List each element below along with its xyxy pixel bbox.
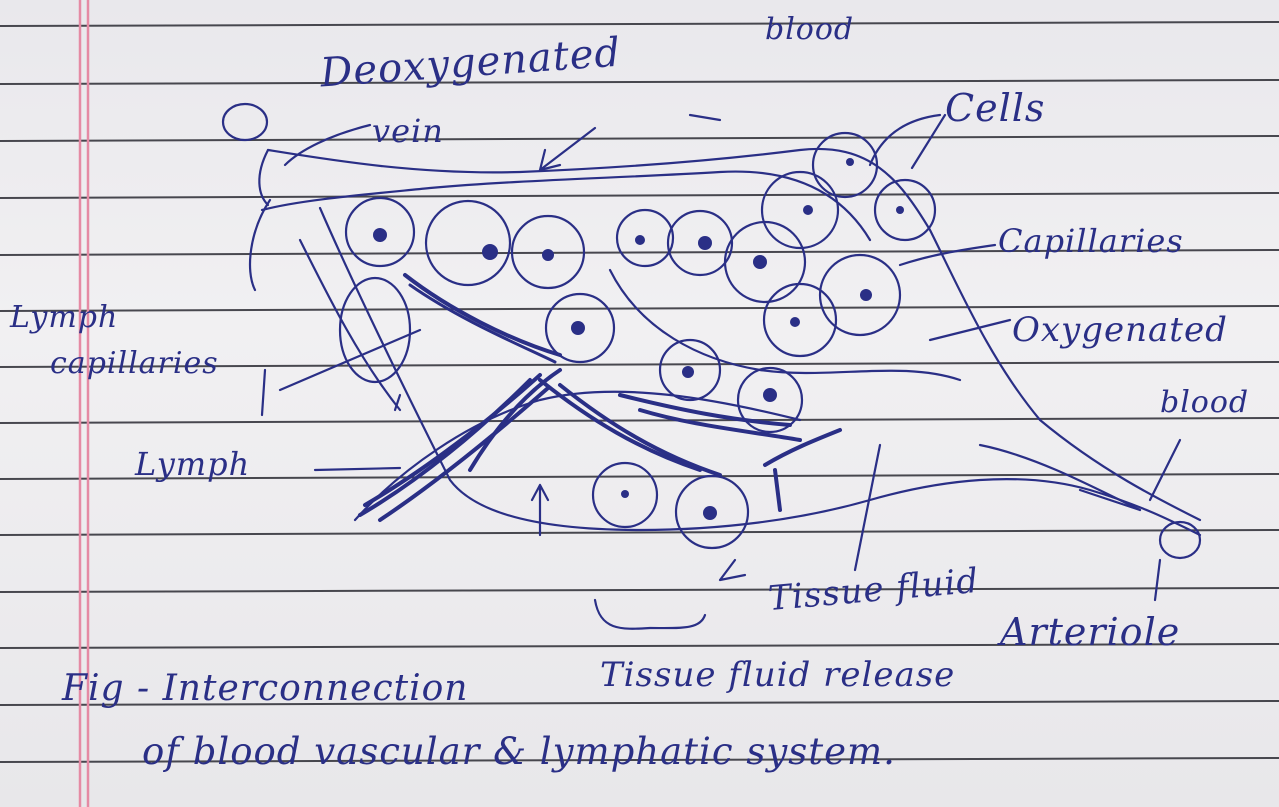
label-lymph: Lymph [135, 445, 250, 483]
label-arteriole: Arteriole [1000, 610, 1180, 654]
label-capillaries: Capillaries [998, 222, 1184, 260]
label-cells: Cells [945, 86, 1045, 130]
caption-line-2: of blood vascular & lymphatic system. [142, 730, 896, 773]
label-tissue-fluid-release: Tissue fluid release [600, 655, 955, 695]
label-blood-top: blood [765, 12, 854, 47]
lymph-capillary [300, 240, 560, 410]
label-lymph-capillaries-1: Lymph [10, 300, 118, 335]
label-oxygenated: Oxygenated [1012, 310, 1228, 350]
label-lymph-capillaries-2: capillaries [50, 346, 219, 381]
caption-line-1: Fig - Interconnection [62, 668, 469, 709]
label-blood-right: blood [1160, 385, 1249, 420]
label-vein: vein [372, 112, 444, 150]
